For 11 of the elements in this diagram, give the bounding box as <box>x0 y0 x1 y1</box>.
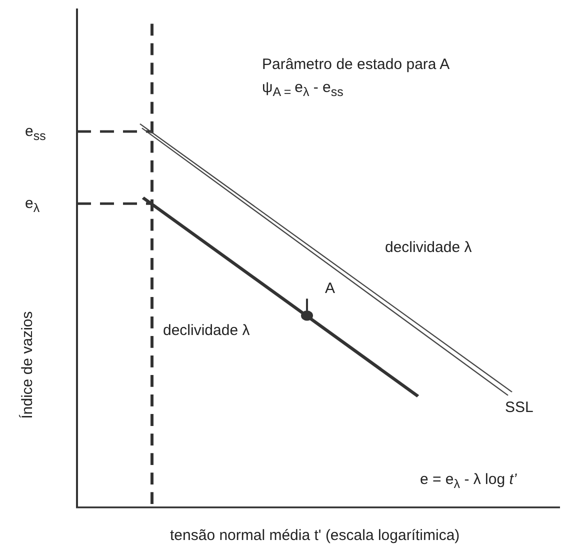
point-label: A <box>325 280 336 298</box>
x-axis-title: tensão normal média t' (escala logarítimica) <box>170 527 460 546</box>
slope-label: declividade λ <box>385 239 472 258</box>
state-parameter-formula: ψ$_{A =}$ e$_{λ}$ - e$_{ss}$ <box>262 78 344 101</box>
line-label: SSL <box>505 398 534 417</box>
annotation-title: Parâmetro de estado para A <box>262 56 450 74</box>
y-axis-title: Índice de vazios <box>18 311 37 419</box>
axis-value-label: e$_{λ}$ <box>25 195 40 218</box>
axis-value-label: e$_{ss}$ <box>25 123 46 146</box>
equation-label: e = e$_{λ}$ - λ log t’ <box>420 470 517 493</box>
slope-label: declividade λ <box>163 322 250 340</box>
